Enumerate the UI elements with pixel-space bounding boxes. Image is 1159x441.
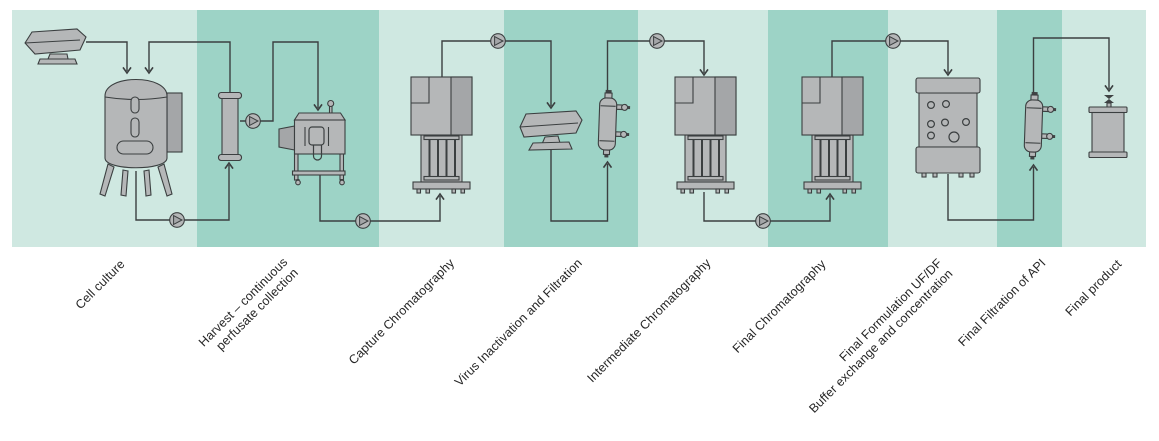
- chromatography-skid-icon: [674, 76, 737, 194]
- filter-capsule-icon: [597, 89, 631, 158]
- filter-capsule-icon: [1023, 91, 1057, 160]
- clarifier-icon: [278, 99, 347, 186]
- ufdf-system-icon: [915, 77, 981, 178]
- chromatography-skid-icon: [410, 76, 473, 194]
- flow-arrows: [122, 66, 1114, 201]
- hold-bag-icon: [519, 110, 583, 151]
- perfusion-column-icon: [217, 91, 243, 162]
- pump-icon: [245, 113, 261, 129]
- pump-icon: [649, 33, 665, 49]
- product-container-icon: [1088, 95, 1128, 159]
- pump-icon: [169, 212, 185, 228]
- pump-icon: [490, 33, 506, 49]
- pump-icon: [755, 213, 771, 229]
- media-bag-icon: [24, 28, 87, 65]
- pump-icon: [355, 213, 371, 229]
- bioreactor-icon: [99, 79, 183, 197]
- pump-icon: [885, 33, 901, 49]
- chromatography-skid-icon: [801, 76, 864, 194]
